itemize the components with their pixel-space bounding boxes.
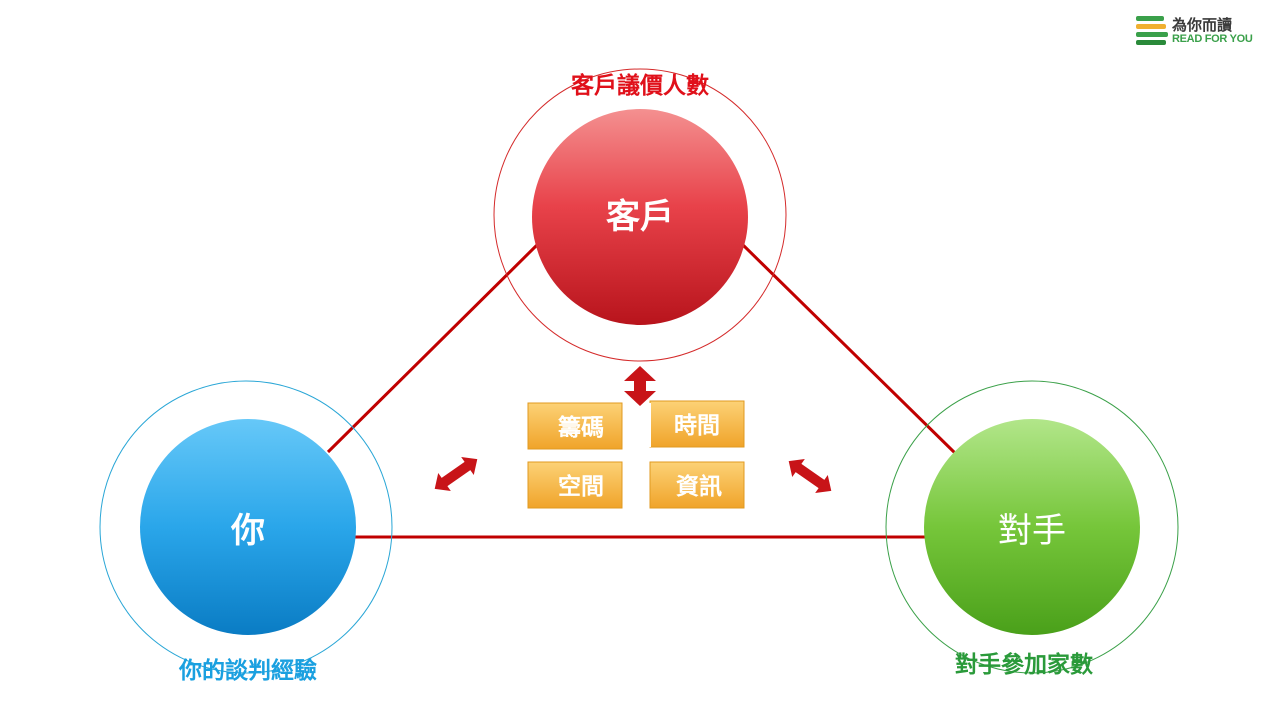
factor-box-space: 空間 — [527, 461, 623, 509]
competitor-caption: 對手參加家數 — [955, 651, 1093, 678]
competitor-circle — [924, 419, 1140, 635]
customer-label: 客戶 — [606, 197, 674, 237]
factor-box-chips: 籌碼 — [527, 402, 623, 450]
logo-chinese-text: 為你而讀 — [1172, 16, 1233, 34]
factor-box-information: 資訊 — [649, 461, 745, 509]
you-outer-ring — [99, 380, 393, 674]
factor-box-time: 時間 — [649, 400, 745, 448]
competitor-label: 對手 — [998, 511, 1066, 551]
double-arrow-vertical-icon — [624, 366, 656, 406]
factor-chips-label: 籌碼 — [558, 414, 604, 441]
customer-caption: 客戶議價人數 — [571, 72, 709, 99]
read-for-you-logo: 為你而讀 READ FOR YOU — [1134, 14, 1253, 48]
line-you-customer — [326, 242, 540, 454]
factor-space-label: 空間 — [558, 473, 604, 500]
factor-time-label: 時間 — [674, 413, 720, 439]
you-caption: 你的談判經驗 — [178, 657, 317, 684]
you-label: 你 — [230, 511, 265, 551]
factor-information-label: 資訊 — [676, 473, 722, 500]
book-stack-icon — [1136, 16, 1168, 46]
competitor-outer-ring — [885, 380, 1179, 674]
logo-english-text: READ FOR YOU — [1172, 33, 1253, 45]
double-arrow-diagonal-right-icon — [788, 458, 832, 494]
line-customer-competitor — [740, 242, 958, 456]
customer-circle — [532, 109, 748, 325]
double-arrow-diagonal-left-icon — [434, 456, 478, 492]
customer-outer-ring — [493, 68, 787, 362]
you-circle — [140, 419, 356, 635]
